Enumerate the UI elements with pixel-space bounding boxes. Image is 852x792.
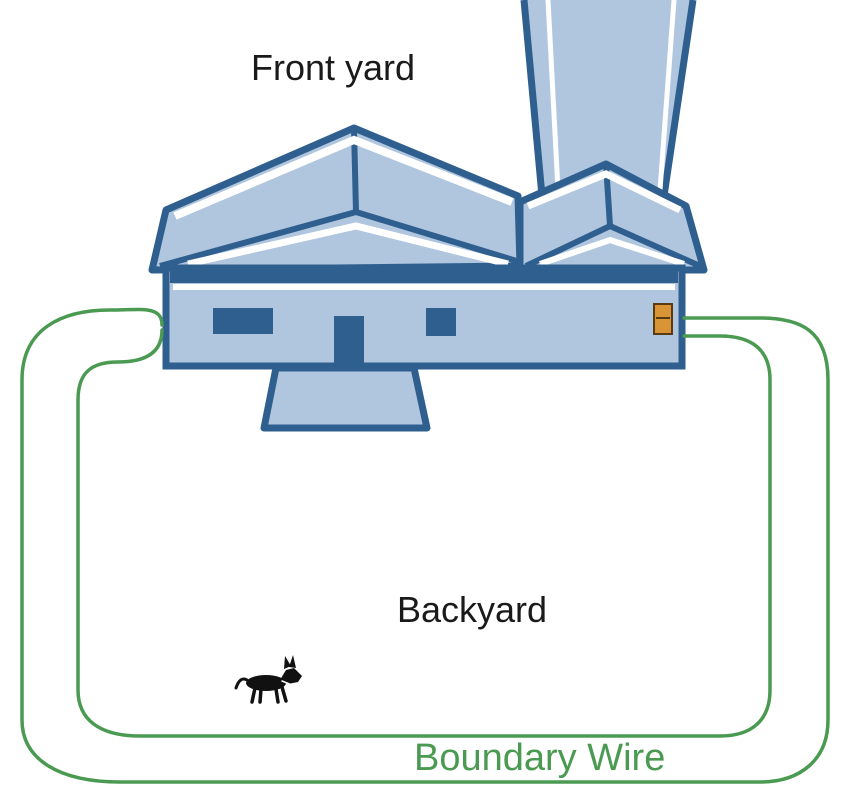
main-roof xyxy=(148,124,524,274)
backyard-label: Backyard xyxy=(397,589,547,630)
back-deck xyxy=(260,364,431,432)
house-body xyxy=(162,264,686,370)
garage-roof xyxy=(516,160,708,274)
boundary-wire-label: Boundary Wire xyxy=(414,737,665,779)
transmitter-box-icon xyxy=(653,303,673,335)
house-window-left xyxy=(213,308,273,334)
house-window-right xyxy=(426,308,456,336)
front-yard-label: Front yard xyxy=(251,47,415,88)
boundary-wire xyxy=(20,307,830,784)
house-door xyxy=(334,316,364,366)
dog-icon xyxy=(234,655,302,704)
